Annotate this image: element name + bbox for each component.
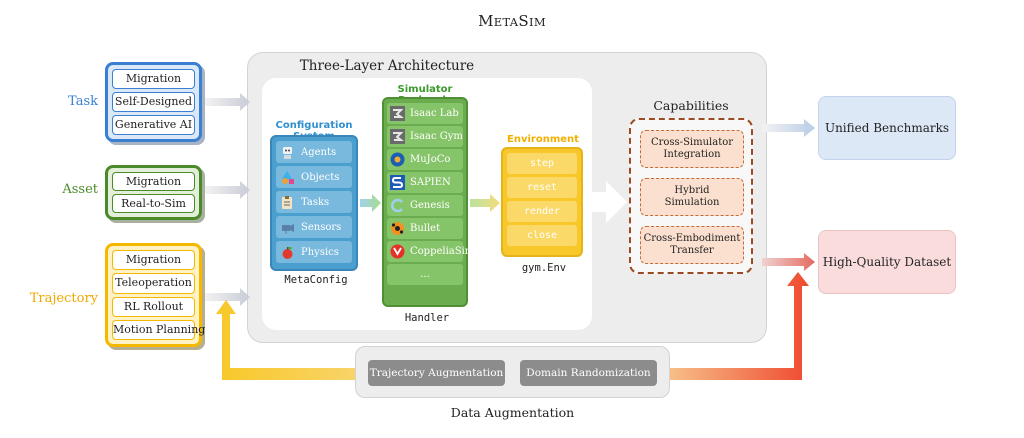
config-caption: MetaConfig [284,274,348,286]
simulator-caption: Handler [404,312,450,324]
env-method-close: close [507,225,577,246]
capabilities-title: Capabilities [653,98,729,113]
config-item-label: Sensors [301,221,342,233]
simulator-item-more: ... [387,264,463,285]
task-arrow [205,93,250,111]
simulator-item-isaac-gym: Isaac Gym [387,126,463,147]
trajectory-item: Motion Planning [112,319,205,340]
simulator-item-mujoco: MuJoCo [387,149,463,170]
trajectory-group: Migration Teleoperation RL Rollout Motio… [105,243,205,347]
camera-icon [280,220,295,235]
shapes-icon [280,170,295,185]
simulator-item-label: ... [420,269,430,280]
config-item-tasks: Tasks [276,191,352,213]
task-item: Generative AI [112,115,195,135]
env-method-reset: reset [507,177,577,198]
config-item-objects: Objects [276,166,352,188]
simulator-item-label: Isaac Gym [410,131,463,142]
asset-arrow [205,181,250,199]
asset-group: Migration Real-to-Sim [105,165,202,220]
environment-caption: gym.Env [521,262,567,274]
simulator-item-sapien: SAPIEN [387,172,463,193]
trajectory-item: Migration [112,250,195,271]
config-item-label: Objects [301,171,340,183]
genesis-icon [390,198,405,213]
config-item-label: Tasks [301,196,330,208]
simulator-item-genesis: Genesis [387,195,463,216]
config-item-sensors: Sensors [276,216,352,238]
env-method-step: step [507,153,577,174]
augmentation-to-dataset-arrow [668,272,809,380]
simulator-item-label: SAPIEN [410,177,451,188]
isaac-icon [390,129,405,144]
asset-item: Real-to-Sim [112,194,195,213]
capabilities-to-benchmarks-arrow [762,119,815,137]
sapien-icon [390,175,405,190]
config-item-label: Agents [301,146,337,158]
task-item: Migration [112,69,195,89]
environment-panel: step reset render close [501,147,583,257]
architecture-title: Three-Layer Architecture [299,58,475,74]
simulator-item-isaac-lab: Isaac Lab [387,103,463,124]
simulator-item-bullet: Bullet [387,218,463,239]
diagram-title: METASIM [478,12,546,30]
data-augmentation-caption: Data Augmentation [450,405,575,420]
unified-benchmarks-box: Unified Benchmarks [818,96,956,160]
simulator-item-label: Isaac Lab [410,108,459,119]
trajectory-label: Trajectory [29,291,98,306]
task-group: Migration Self-Designed Generative AI [105,62,202,142]
bullet-icon [390,221,405,236]
simulator-item-label: Bullet [410,223,441,234]
config-item-agents: Agents [276,141,352,163]
config-to-simulator-arrow [360,194,381,212]
simulator-item-label: CoppeliaSim [410,246,475,257]
isaac-icon [390,106,405,121]
domain-randomization-block: Domain Randomization [520,360,657,386]
high-quality-dataset-box: High-Quality Dataset [818,230,956,294]
simulator-item-coppeliasim: CoppeliaSim [387,241,474,262]
apple-icon [280,245,295,260]
config-item-physics: Physics [276,241,352,263]
environment-to-capabilities-arrow [590,181,627,223]
configuration-system: Agents Objects Tasks Sensors Physics [270,135,358,271]
env-method-render: render [507,201,577,222]
simulator-item-label: MuJoCo [410,154,451,165]
simulator-to-environment-arrow [470,194,500,212]
task-item: Self-Designed [112,92,195,112]
trajectory-item: Teleoperation [112,273,195,294]
simulator-backends: Isaac Lab Isaac Gym MuJoCo SAPIEN Genesi… [382,97,474,307]
environment-title: Environment [507,134,579,145]
trajectory-item: RL Rollout [112,296,195,317]
clipboard-icon [280,195,295,210]
trajectory-arrow [205,288,250,306]
config-item-label: Physics [301,246,339,258]
asset-label: Asset [62,182,98,197]
asset-item: Migration [112,172,195,191]
coppeliasim-icon [390,244,405,259]
mujoco-icon [390,152,405,167]
capabilities-to-dataset-arrow [762,253,815,271]
robot-icon [280,145,295,160]
task-label: Task [68,94,98,109]
augmentation-to-trajectory-arrow [216,300,360,380]
simulator-item-label: Genesis [410,200,450,211]
trajectory-augmentation-block: Trajectory Augmentation [368,360,505,386]
